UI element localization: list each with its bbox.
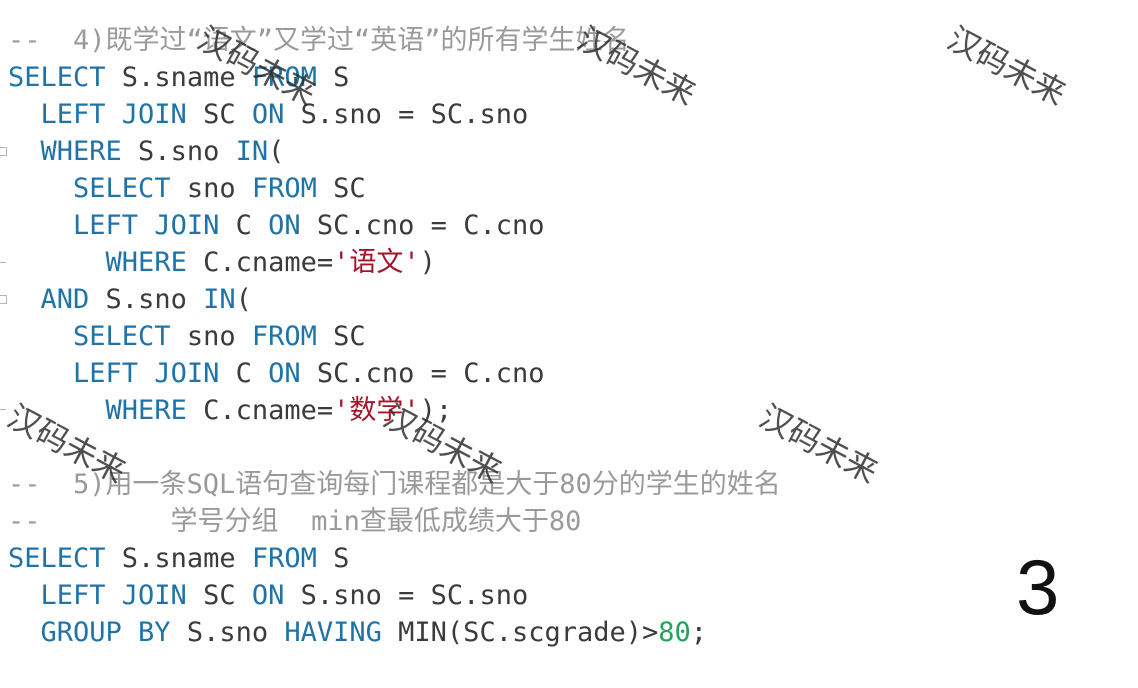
code-token: C.cname=: [186, 247, 334, 278]
code-token: FROM: [251, 543, 317, 574]
code-token: [8, 284, 41, 315]
code-line-14: -- 学号分组 min查最低成绩大于80: [8, 503, 581, 540]
code-token: SELECT: [73, 173, 171, 204]
code-token: S.sname: [105, 543, 252, 574]
code-token: MIN(SC.scgrade)>: [381, 617, 659, 648]
code-token: C: [219, 358, 269, 389]
code-token: IN: [203, 284, 236, 315]
code-token: ): [419, 247, 436, 278]
code-token: [8, 321, 73, 352]
code-token: [8, 617, 41, 648]
code-token: '数学': [333, 395, 420, 426]
code-line-5: SELECT sno FROM SC: [8, 170, 366, 207]
code-line-3: LEFT JOIN SC ON S.sno = SC.sno: [8, 96, 529, 133]
code-token: HAVING: [284, 617, 382, 648]
code-token: SC: [186, 580, 252, 611]
code-token: sno: [170, 321, 252, 352]
code-token: WHERE: [40, 136, 122, 167]
code-token: SC: [186, 99, 252, 130]
code-token: S.sname: [105, 62, 252, 93]
code-line-2: SELECT S.sname FROM S: [8, 59, 349, 96]
code-token: FROM: [251, 173, 317, 204]
fold-toggle-icon[interactable]: [0, 295, 7, 304]
code-token: S.sno = SC.sno: [284, 580, 529, 611]
code-token: SC: [316, 173, 366, 204]
code-token: ON: [268, 358, 301, 389]
code-line-1: -- 4)既学过“语文”又学过“英语”的所有学生姓名: [8, 22, 630, 59]
code-token: SC.cno = C.cno: [300, 210, 545, 241]
code-token: ;: [690, 617, 708, 648]
code-line-11: WHERE C.cname='数学');: [8, 392, 453, 429]
page-number: 3: [1016, 543, 1060, 631]
fold-end-icon: [0, 262, 6, 263]
code-token: '语文': [333, 247, 420, 278]
code-token: S: [316, 62, 350, 93]
code-token: S.sno: [89, 284, 204, 315]
code-line-6: LEFT JOIN C ON SC.cno = C.cno: [8, 207, 544, 244]
code-token: [8, 210, 73, 241]
code-token: SELECT: [8, 62, 106, 93]
code-line-17: GROUP BY S.sno HAVING MIN(SC.scgrade)>80…: [8, 614, 708, 651]
code-token: ON: [251, 99, 285, 130]
code-token: S.sno = SC.sno: [284, 99, 529, 130]
code-line-7: WHERE C.cname='语文'): [8, 244, 436, 281]
code-line-16: LEFT JOIN SC ON S.sno = SC.sno: [8, 577, 529, 614]
code-token: LEFT JOIN: [40, 580, 187, 611]
code-token: );: [419, 395, 453, 426]
code-token: LEFT JOIN: [73, 210, 220, 241]
code-token: IN: [235, 136, 269, 167]
code-token: [8, 173, 73, 204]
code-token: [8, 580, 41, 611]
fold-toggle-icon[interactable]: [0, 147, 7, 156]
code-token: [8, 247, 106, 278]
code-token: WHERE: [105, 395, 187, 426]
code-token: SELECT: [8, 543, 106, 574]
code-token: LEFT JOIN: [40, 99, 187, 130]
code-token: [8, 136, 41, 167]
code-token: -- 5)用一条SQL语句查询每门课程都是大于80分的学生的姓名: [8, 469, 781, 500]
code-token: (: [235, 284, 252, 315]
code-token: SELECT: [73, 321, 171, 352]
code-token: ON: [251, 580, 285, 611]
code-token: -- 4)既学过“语文”又学过“英语”的所有学生姓名: [8, 25, 630, 56]
code-line-15: SELECT S.sname FROM S: [8, 540, 349, 577]
code-line-13: -- 5)用一条SQL语句查询每门课程都是大于80分的学生的姓名: [8, 466, 781, 503]
code-token: WHERE: [105, 247, 187, 278]
code-token: [8, 358, 73, 389]
code-token: S.sno: [121, 136, 236, 167]
code-line-4: WHERE S.sno IN(: [8, 133, 285, 170]
code-line-9: SELECT sno FROM SC: [8, 318, 366, 355]
code-token: -- 学号分组 min查最低成绩大于80: [8, 506, 582, 537]
code-token: sno: [170, 173, 252, 204]
code-token: C: [219, 210, 269, 241]
code-line-10: LEFT JOIN C ON SC.cno = C.cno: [8, 355, 544, 392]
code-token: S: [316, 543, 350, 574]
code-line-8: AND S.sno IN(: [8, 281, 252, 318]
fold-end-icon: [0, 409, 6, 410]
code-token: LEFT JOIN: [73, 358, 220, 389]
code-token: GROUP BY: [40, 617, 171, 648]
code-token: SC: [316, 321, 366, 352]
code-token: 80: [658, 617, 691, 648]
code-token: SC.cno = C.cno: [300, 358, 545, 389]
code-token: FROM: [251, 62, 317, 93]
code-token: FROM: [251, 321, 317, 352]
code-token: ON: [268, 210, 301, 241]
code-token: S.sno: [170, 617, 285, 648]
code-token: (: [268, 136, 285, 167]
code-token: [8, 395, 106, 426]
code-token: AND: [40, 284, 90, 315]
code-token: [8, 99, 41, 130]
code-token: C.cname=: [186, 395, 334, 426]
